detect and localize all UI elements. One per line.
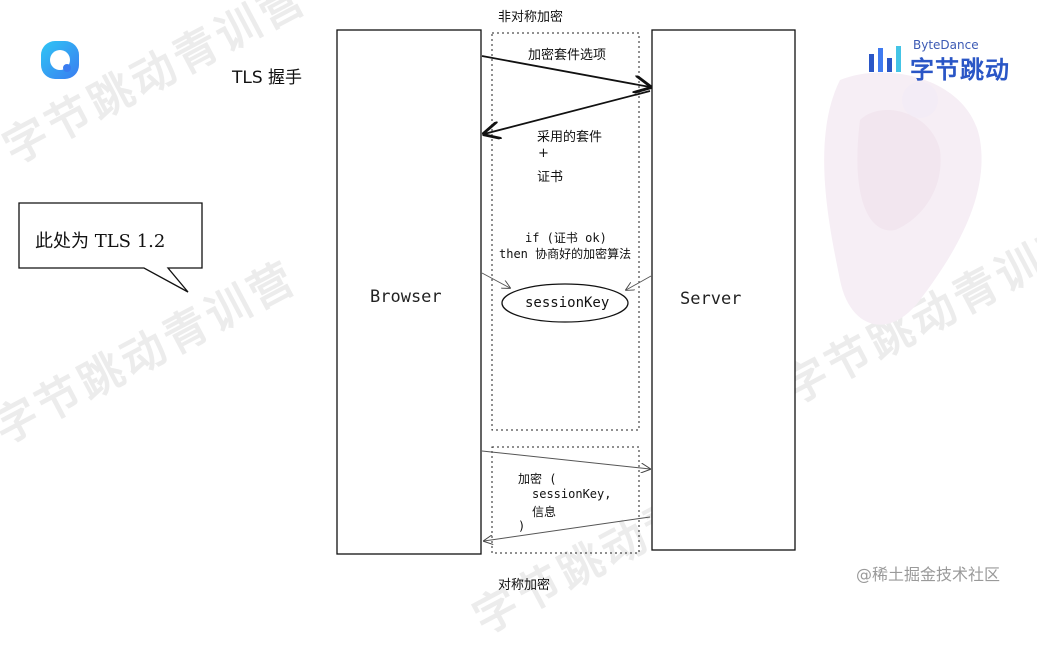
certificate-label: 证书 [537,170,564,185]
encrypt-line-2: sessionKey, [532,487,612,501]
brand-name-chinese: 字节跳动 [910,56,1010,84]
symmetric-region [491,446,640,554]
encrypt-line-3: 信息 [532,505,557,519]
handshake-diagram [18,29,796,555]
asymmetric-encryption-title: 非对称加密 [498,10,564,25]
callout-bubble [18,202,203,293]
arrow-cipher-options [481,55,650,87]
sessionkey-label: sessionKey [525,295,610,311]
browser-box [336,29,482,555]
arrow-encrypted-to-server [481,450,650,469]
arrow-server-to-sessionkey [626,275,652,290]
arrow-encrypted-to-browser [484,516,651,541]
server-label: Server [680,289,742,309]
then-algorithm-label: then 协商好的加密算法 [499,247,632,261]
browser-label: Browser [370,287,442,307]
background-character-art [824,72,982,325]
plus-label: + [538,146,549,161]
server-box [651,29,796,551]
bytedance-logo-icon [869,46,901,72]
arrow-chosen-suite [484,90,651,134]
handshake-title: TLS 握手 [232,68,303,88]
symmetric-encryption-title: 对称加密 [498,578,551,593]
sessionkey-ellipse [501,283,629,323]
if-cert-ok-label: if (证书 ok) [525,231,607,245]
encrypt-line-1: 加密 ( [518,472,557,486]
brand-name-english: ByteDance [913,38,979,52]
footer-watermark: @稀土掘金技术社区 [856,565,1001,584]
app-logo-icon [41,41,79,79]
encrypt-line-4: ) [518,519,526,533]
arrow-browser-to-sessionkey [481,272,510,288]
chosen-suite-label: 采用的套件 [537,130,603,145]
callout-text: 此处为 TLS 1.2 [35,231,166,252]
asymmetric-region [491,32,640,431]
cipher-options-label: 加密套件选项 [528,48,607,63]
